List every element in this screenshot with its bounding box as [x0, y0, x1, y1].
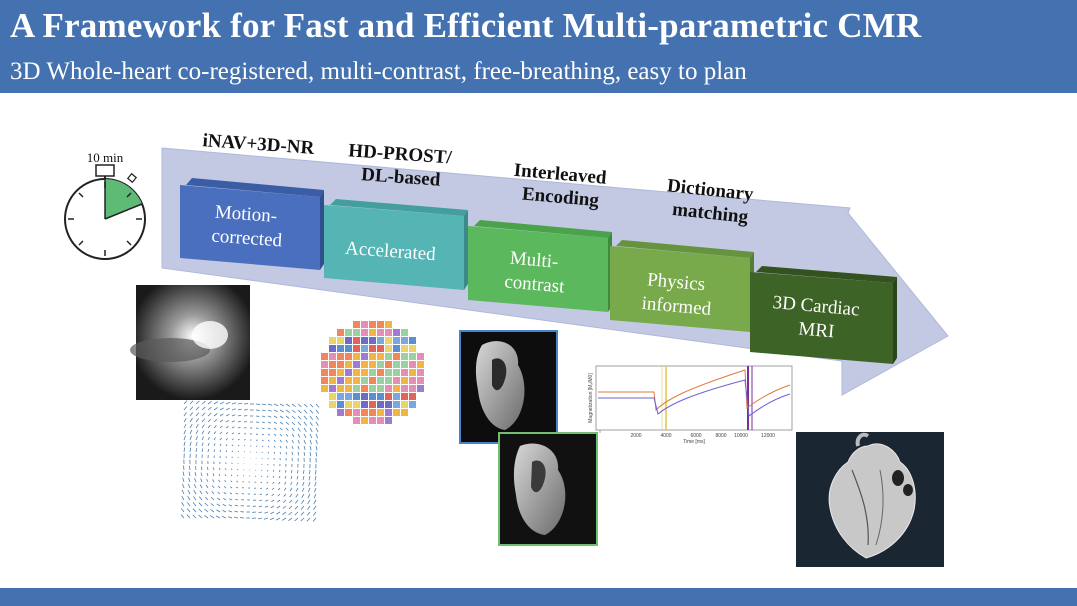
contrast-image-2	[498, 432, 598, 546]
navigator-image	[130, 285, 250, 400]
plot-xtick-10000: 10000	[734, 433, 748, 439]
undersampling-mosaic	[321, 321, 424, 424]
plot-xtick-2000: 2000	[630, 433, 641, 439]
timer-label: 10 min	[87, 150, 124, 165]
plot-ylabel: Magnetization [Mₓ/M0]	[588, 373, 594, 423]
signal-evolution-plot: Magnetization [Mₓ/M0] 2000 4000 6000 800…	[588, 365, 793, 445]
stage-box-4: Physics informed	[610, 240, 754, 332]
stage-box-2: Accelerated	[324, 199, 468, 290]
contrast-image-1	[459, 330, 558, 444]
plot-xtick-8000: 8000	[715, 433, 726, 439]
stage-box-3: Multi- contrast	[468, 220, 612, 312]
header-bar: A Framework for Fast and Efficient Multi…	[0, 0, 1077, 93]
plot-xlabel: Time [ms]	[683, 439, 705, 445]
svg-text:Multi- contrast: Multi- contrast	[504, 247, 569, 297]
heart-render-image	[796, 432, 944, 567]
stage-box-1: Motion- corrected	[180, 178, 324, 270]
stage-box-5: 3D Cardiac MRI	[750, 266, 897, 364]
plot-xtick-6000: 6000	[690, 433, 701, 439]
motion-vector-field	[180, 400, 320, 522]
page-subtitle: 3D Whole-heart co-registered, multi-cont…	[10, 58, 747, 85]
page-title: A Framework for Fast and Efficient Multi…	[10, 6, 922, 45]
stopwatch-icon	[64, 164, 146, 260]
svg-text:Motion- corrected: Motion- corrected	[211, 202, 285, 252]
plot-xtick-4000: 4000	[660, 433, 671, 439]
plot-xtick-12000: 12000	[761, 433, 775, 439]
footer-bar	[0, 588, 1077, 606]
